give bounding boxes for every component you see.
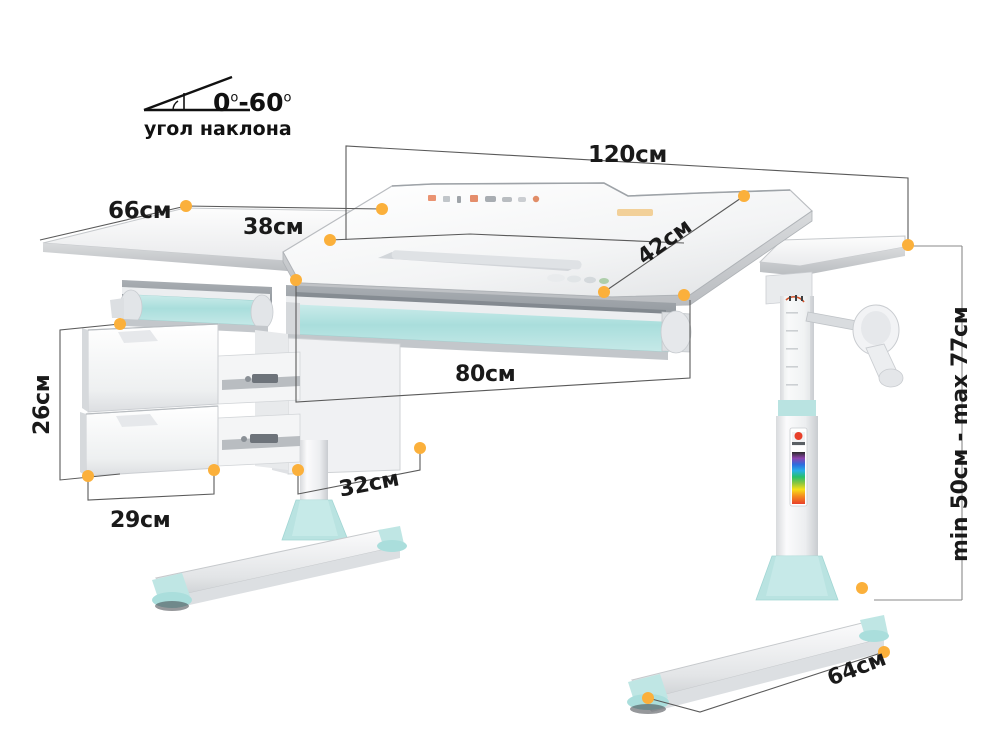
tilt-angle-caption: угол наклона	[144, 118, 292, 140]
dot-64-right	[878, 646, 890, 658]
tilting-desktop	[282, 182, 813, 308]
dot-66-mid	[180, 200, 192, 212]
pullout-drawer-upper	[82, 323, 301, 413]
desktop-decal	[617, 209, 653, 216]
dot-120-left	[376, 203, 388, 215]
dimline-64	[647, 651, 885, 713]
dot-42-top	[738, 190, 750, 202]
main-drawer-assembly	[286, 285, 692, 360]
dot-29-left	[82, 470, 94, 482]
dot-38-left	[324, 234, 336, 246]
tilt-angle-range: 0o-60o	[213, 88, 292, 117]
dimline-32	[297, 448, 421, 495]
dot-29-right	[208, 464, 220, 476]
degree-symbol-min: o	[230, 90, 239, 106]
dot-42-bottom	[598, 286, 610, 298]
desktop-lower-icons	[547, 274, 609, 284]
dimline-29	[87, 470, 215, 501]
dimline-38	[329, 233, 685, 244]
right-side-shelf	[758, 235, 906, 276]
dimension-label-drawer-front: 29см	[110, 508, 171, 533]
degree-symbol-max: o	[283, 90, 292, 106]
dot-38-right	[678, 289, 690, 301]
dimension-label-width-top: 120см	[588, 142, 667, 168]
tilt-angle-max: -60	[238, 88, 284, 117]
dimline-120	[345, 145, 909, 246]
dimension-label-depth-left: 66см	[108, 198, 172, 224]
dot-80-left	[290, 274, 302, 286]
left-leg-assembly	[152, 440, 407, 611]
tilt-angle-min: 0	[213, 88, 231, 117]
dimension-label-depth-inner: 38см	[243, 215, 304, 240]
dot-120-right	[902, 239, 914, 251]
dimline-42	[603, 195, 745, 293]
dimension-endpoint-dots	[82, 190, 914, 704]
tilt-angle-icon	[143, 75, 250, 112]
desktop-icon-strip	[428, 195, 540, 203]
height-indicator-sticker	[789, 427, 808, 507]
dimension-label-drawer-height: 26см	[30, 374, 55, 435]
dot-height-bottom	[856, 582, 868, 594]
dot-32-left	[292, 464, 304, 476]
dimension-label-drawer-width: 80см	[455, 362, 516, 387]
dot-26-top	[114, 318, 126, 330]
dimension-lines	[39, 145, 963, 713]
right-leg-assembly	[627, 271, 889, 714]
height-scale-ticks	[786, 312, 798, 386]
dot-64-left	[642, 692, 654, 704]
dot-32-right	[414, 442, 426, 454]
pullout-drawer-lower	[80, 405, 301, 477]
height-crank-handle	[785, 295, 904, 388]
dimline-80	[295, 280, 691, 403]
dimension-label-height-range: min 50см - max 77см	[948, 306, 973, 562]
